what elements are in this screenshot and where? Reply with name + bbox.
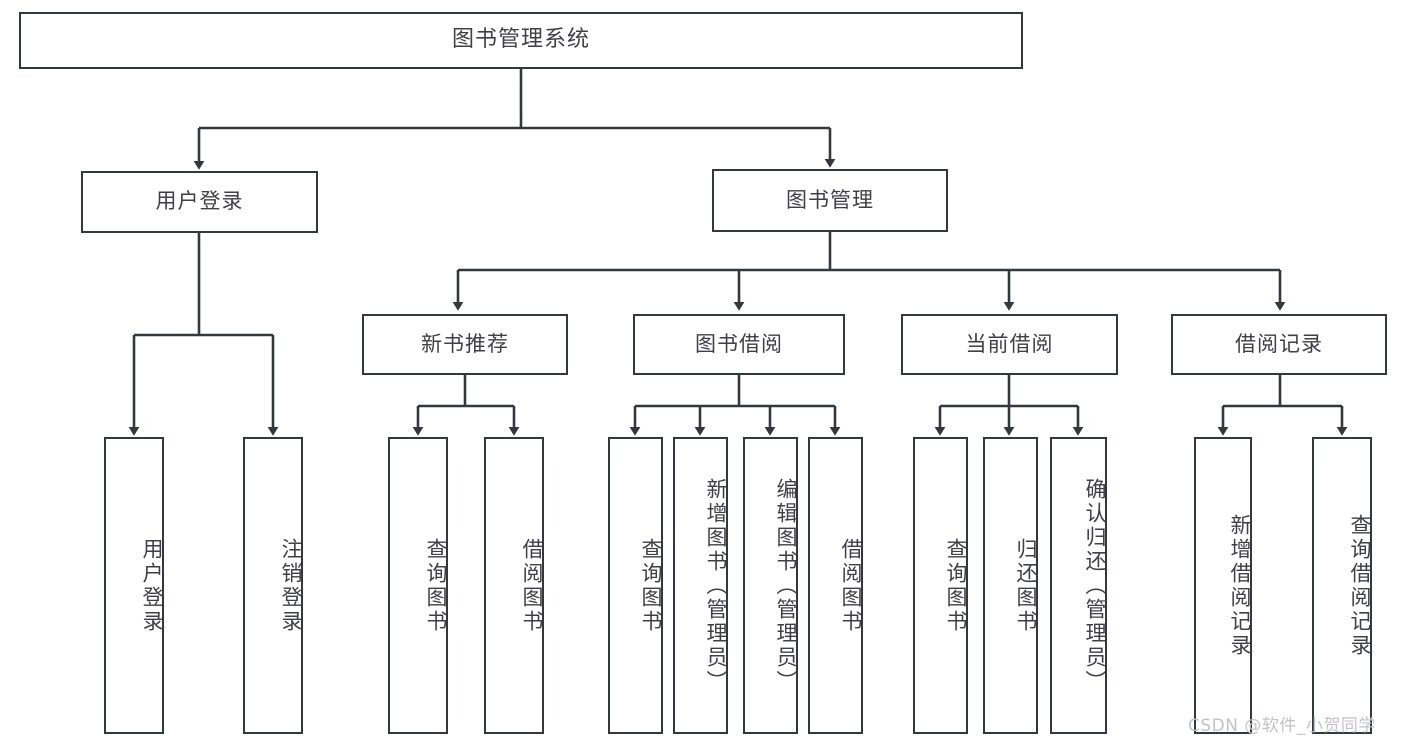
node-label: 归还图书 xyxy=(1014,537,1038,634)
node-label: 查询图书 xyxy=(944,537,968,634)
leaf-add-borrow-record[interactable]: 新增借阅记录 xyxy=(1194,437,1252,734)
node-label: 用户登录 xyxy=(155,189,244,214)
watermark: CSDN @软件_小贺同学 xyxy=(1188,716,1376,736)
node-label: 借阅图书 xyxy=(520,537,544,634)
leaf-borrow-book-recommend[interactable]: 借阅图书 xyxy=(484,437,544,734)
node-book-management[interactable]: 图书管理 xyxy=(712,169,948,232)
leaf-confirm-return-admin[interactable]: 确认归还（管理员） xyxy=(1050,437,1107,734)
node-label: 图书借阅 xyxy=(695,331,783,356)
node-label: 新书推荐 xyxy=(421,331,509,356)
leaf-add-book-admin[interactable]: 新增图书（管理员） xyxy=(673,437,728,734)
node-user-login[interactable]: 用户登录 xyxy=(81,171,318,233)
node-current-borrow[interactable]: 当前借阅 xyxy=(901,314,1118,375)
node-root-system[interactable]: 图书管理系统 xyxy=(19,12,1023,69)
node-label: 用户登录 xyxy=(140,537,164,634)
node-book-borrow[interactable]: 图书借阅 xyxy=(633,314,845,375)
node-label: 图书管理系统 xyxy=(451,27,590,53)
node-label: 借阅图书 xyxy=(839,537,863,634)
node-borrow-record[interactable]: 借阅记录 xyxy=(1171,314,1387,375)
node-label: 借阅记录 xyxy=(1235,331,1323,356)
leaf-query-book-borrow[interactable]: 查询图书 xyxy=(608,437,663,734)
node-new-book-recommend[interactable]: 新书推荐 xyxy=(362,314,568,375)
node-label: 新增图书（管理员） xyxy=(704,477,728,694)
leaf-query-book-recommend[interactable]: 查询图书 xyxy=(388,437,448,734)
leaf-query-borrow-record[interactable]: 查询借阅记录 xyxy=(1312,437,1372,734)
node-label: 新增借阅记录 xyxy=(1228,513,1252,658)
leaf-edit-book-admin[interactable]: 编辑图书（管理员） xyxy=(743,437,798,734)
leaf-logout[interactable]: 注销登录 xyxy=(243,437,303,734)
node-label: 查询借阅记录 xyxy=(1348,513,1372,658)
leaf-query-book-current[interactable]: 查询图书 xyxy=(913,437,968,734)
node-label: 图书管理 xyxy=(786,187,874,212)
leaf-borrow-book[interactable]: 借阅图书 xyxy=(808,437,863,734)
node-label: 查询图书 xyxy=(424,537,448,634)
leaf-return-book[interactable]: 归还图书 xyxy=(983,437,1038,734)
node-label: 编辑图书（管理员） xyxy=(774,477,798,694)
node-label: 查询图书 xyxy=(639,537,663,634)
leaf-user-login[interactable]: 用户登录 xyxy=(104,437,164,734)
node-label: 当前借阅 xyxy=(965,331,1054,356)
node-label: 注销登录 xyxy=(279,537,303,634)
node-label: 确认归还（管理员） xyxy=(1083,477,1107,694)
